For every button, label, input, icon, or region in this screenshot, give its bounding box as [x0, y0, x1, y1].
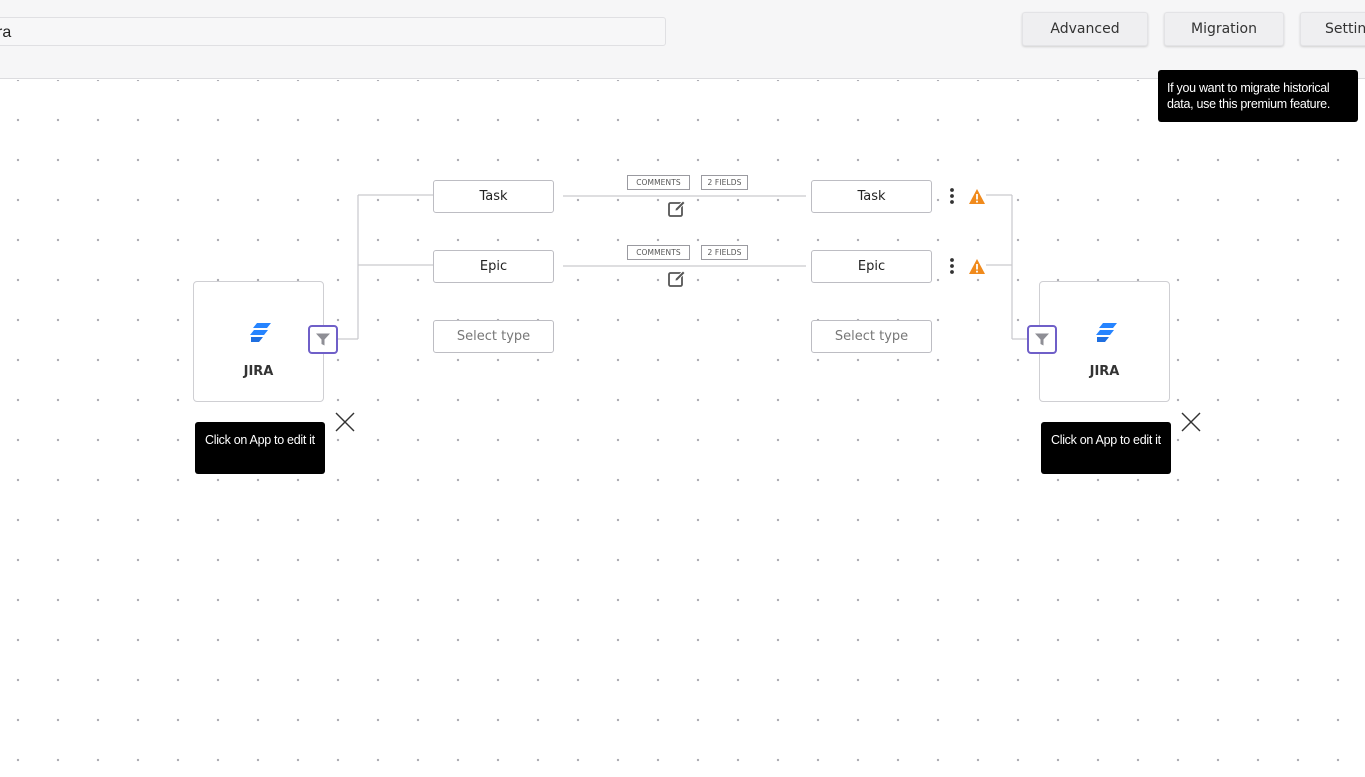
source-type-epic[interactable]: Epic [433, 250, 554, 283]
comments-tag[interactable]: COMMENTS [627, 245, 690, 260]
source-select-type[interactable]: Select type [433, 320, 554, 353]
target-select-type[interactable]: Select type [811, 320, 932, 353]
jira-icon [250, 323, 271, 342]
edit-mapping-icon[interactable] [667, 199, 687, 219]
destination-app-card[interactable]: JIRA [1039, 281, 1170, 402]
target-type-epic[interactable]: Epic [811, 250, 932, 283]
app-name: JIRA [1089, 364, 1120, 379]
top-toolbar: Advanced Migration Settings [0, 0, 1365, 79]
source-type-task[interactable]: Task [433, 180, 554, 213]
warning-icon [969, 259, 985, 274]
destination-app-tooltip: Click on App to edit it [1041, 422, 1171, 474]
target-type-task[interactable]: Task [811, 180, 932, 213]
edit-mapping-icon[interactable] [667, 269, 687, 289]
more-options-icon[interactable] [948, 187, 956, 205]
fields-tag[interactable]: 2 FIELDS [701, 175, 748, 190]
filter-icon [1035, 333, 1049, 346]
more-options-icon[interactable] [948, 257, 956, 275]
destination-filter-button[interactable] [1027, 325, 1057, 354]
fields-tag[interactable]: 2 FIELDS [701, 245, 748, 260]
app-name: JIRA [243, 364, 274, 379]
settings-button[interactable]: Settings [1300, 12, 1365, 46]
filter-icon [316, 333, 330, 346]
warning-icon [969, 189, 985, 204]
jira-icon [1096, 323, 1117, 342]
source-filter-button[interactable] [308, 325, 338, 354]
close-icon[interactable] [334, 411, 356, 433]
connection-name-input[interactable] [0, 17, 666, 46]
source-app-tooltip: Click on App to edit it [195, 422, 325, 474]
close-icon[interactable] [1180, 411, 1202, 433]
migration-tooltip: If you want to migrate historical data, … [1158, 70, 1358, 122]
source-app-card[interactable]: JIRA [193, 281, 324, 402]
comments-tag[interactable]: COMMENTS [627, 175, 690, 190]
advanced-button[interactable]: Advanced [1022, 12, 1148, 46]
migration-button[interactable]: Migration [1164, 12, 1284, 46]
